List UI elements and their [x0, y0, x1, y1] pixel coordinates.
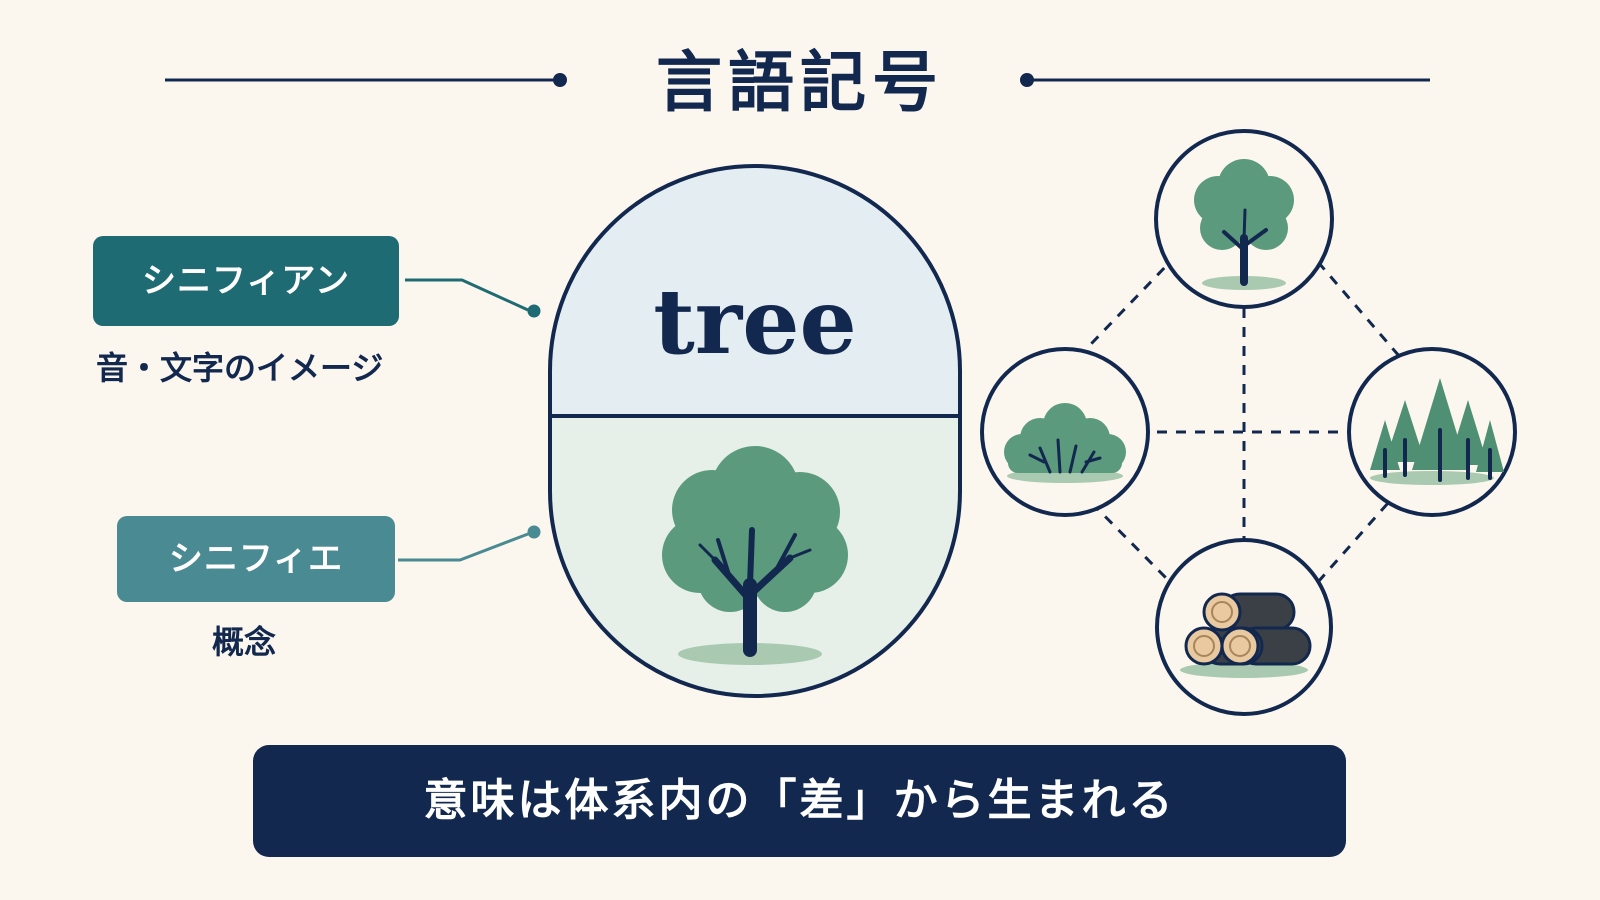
signifiant-connector	[405, 278, 541, 318]
page-title: 言語記号	[656, 44, 944, 121]
title-decoration	[165, 73, 1430, 87]
conclusion-banner: 意味は体系内の「差」から生まれる	[253, 745, 1346, 857]
signifie-description: 概念	[212, 623, 277, 661]
signifiant-description: 音・文字のイメージ	[96, 349, 384, 387]
bush-icon	[980, 347, 1150, 517]
logs-icon	[1155, 538, 1333, 716]
sign-capsule	[548, 164, 962, 698]
signifiant-label: シニフィアン	[93, 236, 399, 326]
signifie-label: シニフィエ	[117, 516, 395, 602]
sign-word: tree	[653, 269, 857, 375]
concept-tree-icon	[662, 446, 848, 665]
forest-icon	[1347, 347, 1517, 517]
tree-icon	[1154, 129, 1334, 309]
signifie-connector	[398, 525, 541, 562]
